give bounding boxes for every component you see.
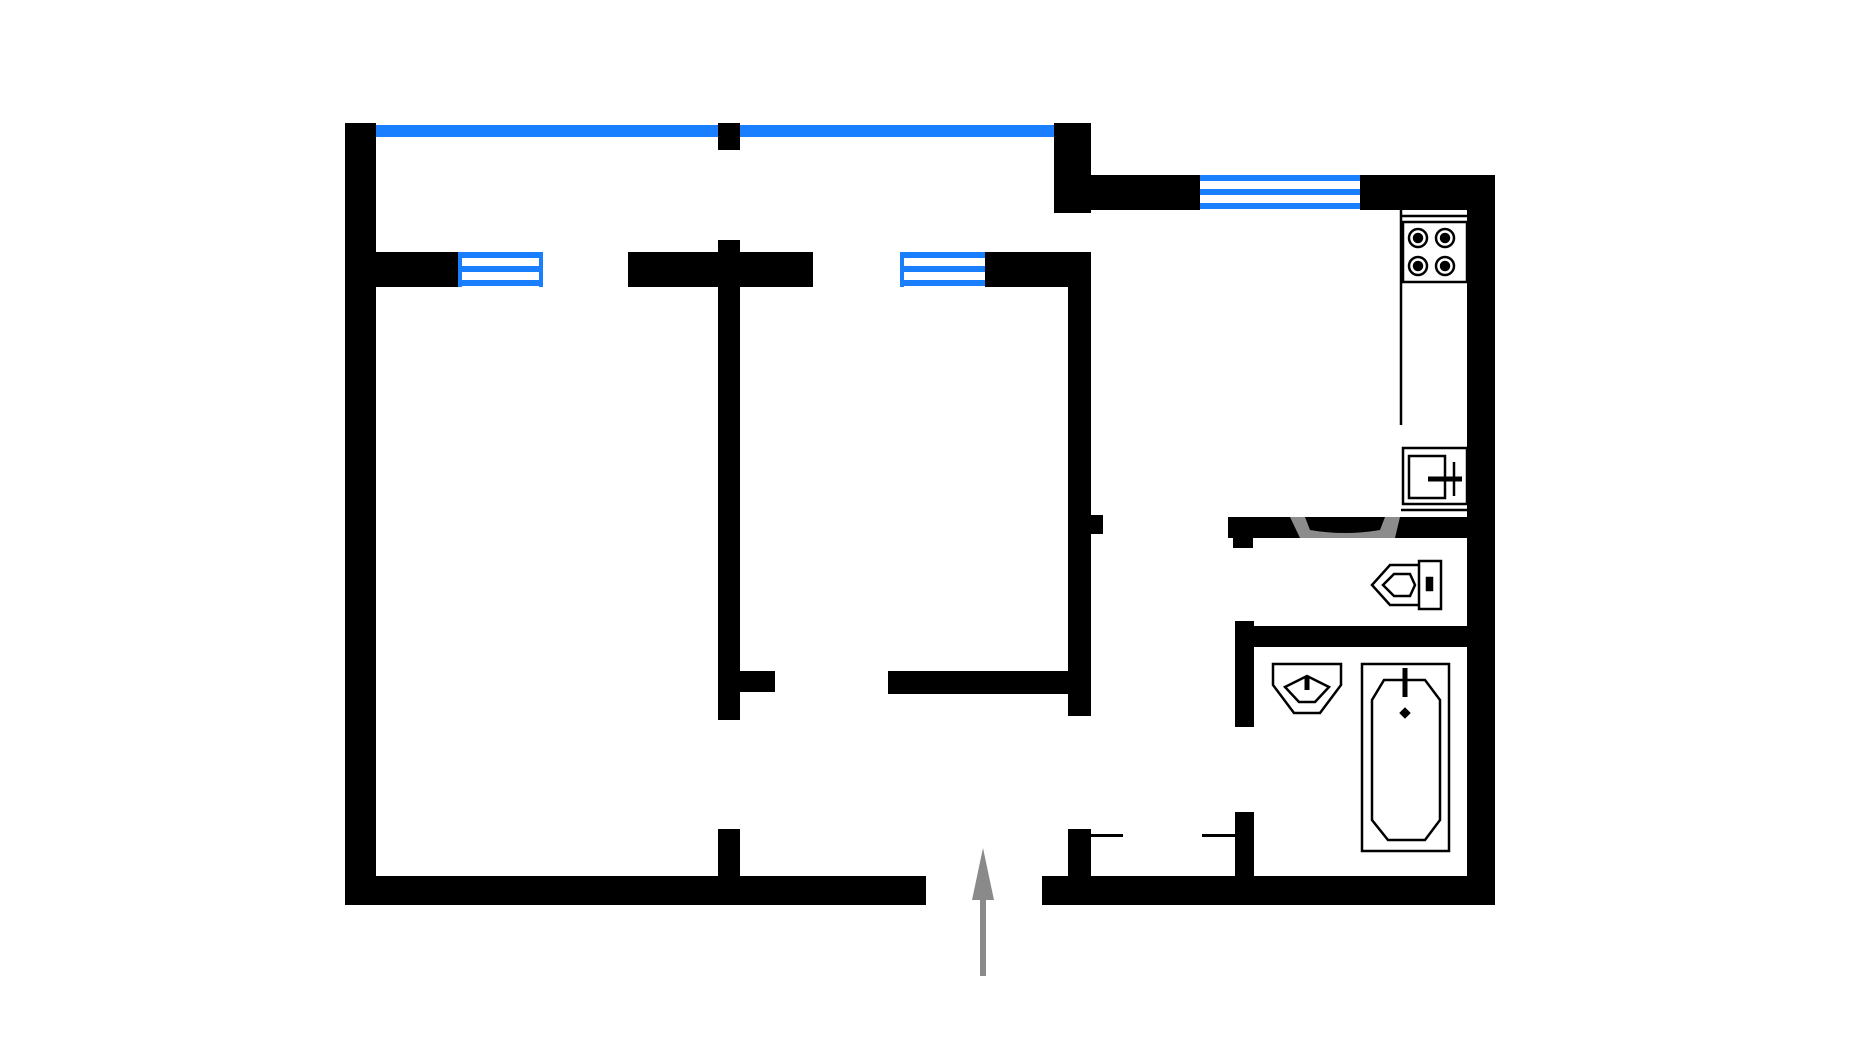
wall-balcony-divider	[718, 123, 740, 150]
windows	[376, 125, 1360, 287]
wall-room2-bottom	[888, 671, 1070, 694]
wall-balcony-inner-1	[376, 252, 458, 287]
door-arc	[1305, 517, 1385, 533]
wall-balcony-inner-2	[628, 252, 813, 287]
wall-stub	[1233, 538, 1253, 548]
wall-outer-bottom-left	[345, 876, 926, 905]
wall-stub	[718, 829, 740, 879]
washbasin-icon	[1271, 662, 1343, 715]
wall-room2-right	[1068, 252, 1091, 716]
bathtub-icon	[1360, 662, 1451, 853]
wall-stub	[740, 671, 775, 692]
window-balcony-left	[376, 125, 718, 137]
kitchen-sink-icon	[1401, 446, 1469, 506]
wall-kitchen-top-left	[1054, 175, 1200, 210]
window-room-middle	[900, 252, 985, 287]
wall-stub	[1068, 829, 1091, 879]
kitchen-counter	[1399, 210, 1469, 512]
toilet-icon	[1370, 559, 1443, 611]
wall-bath-left-lower	[1235, 812, 1254, 878]
wall-stub	[1091, 515, 1103, 534]
wall-thin	[1091, 834, 1123, 837]
entrance-arrow-icon	[972, 848, 994, 976]
wall-pier	[718, 240, 740, 254]
wall-room-partition	[718, 287, 740, 720]
window-room-left	[458, 252, 543, 287]
walls	[345, 123, 1495, 905]
wall-toilet-bath	[1235, 626, 1467, 647]
wall-outer-right	[1467, 175, 1495, 905]
window-kitchen	[1200, 175, 1360, 209]
window-balcony-right	[740, 125, 1054, 137]
wall-bath-left-upper	[1235, 621, 1254, 727]
wall-balcony-inner-3	[985, 252, 1070, 287]
wall-thin	[1202, 834, 1235, 837]
stove-icon	[1401, 220, 1469, 284]
wall-outer-left	[345, 123, 376, 905]
wall-outer-bottom-right	[1042, 876, 1495, 905]
